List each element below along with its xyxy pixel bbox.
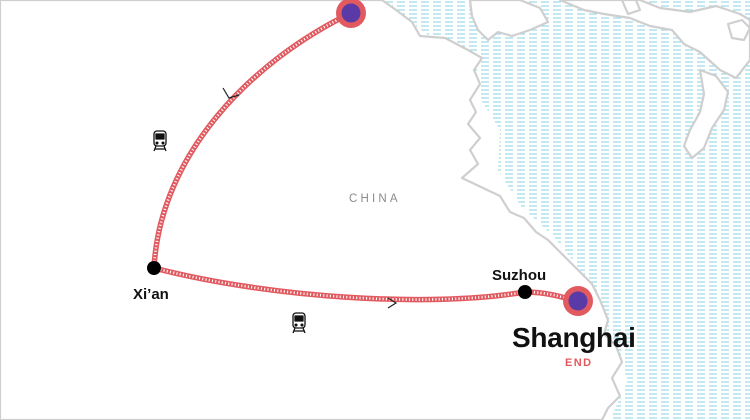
city-label-suzhou: Suzhou xyxy=(492,267,547,284)
suzhou-marker[interactable] xyxy=(518,285,532,299)
direction-arrow-north xyxy=(222,87,240,99)
sea-areas xyxy=(384,0,750,420)
train-icon xyxy=(292,312,306,334)
country-label: CHINA xyxy=(349,193,401,205)
shanghai-marker[interactable] xyxy=(563,286,593,316)
train-icon xyxy=(153,130,167,152)
route-line xyxy=(151,10,582,305)
city-label-xian: Xi’an xyxy=(133,286,169,303)
xian-marker[interactable] xyxy=(147,261,161,275)
start-stop-marker[interactable] xyxy=(336,0,366,28)
direction-arrow-east xyxy=(387,297,398,309)
city-label-shanghai: Shanghai xyxy=(512,322,636,353)
end-tag: END xyxy=(565,357,593,369)
